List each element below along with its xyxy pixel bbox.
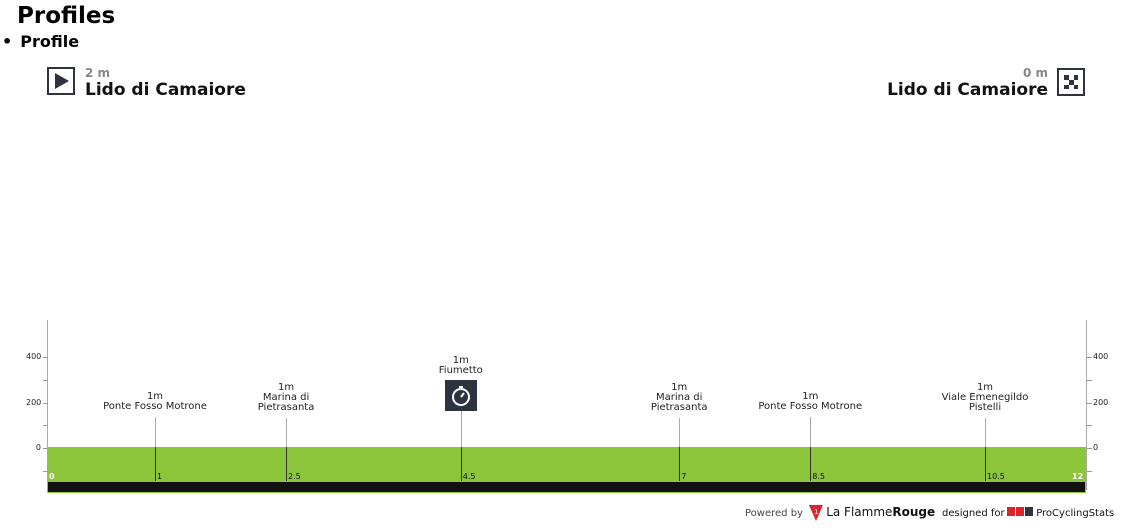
y-tick [1087, 402, 1092, 404]
x-tick-label: 8.5 [812, 472, 825, 481]
waypoint-name: Ponte Fosso Motrone [758, 401, 863, 412]
la-flamme-rouge-logo: 1 La FlammeRouge [809, 505, 935, 521]
list-item-label: Profile [20, 32, 80, 51]
x-tick-label: 10.5 [987, 472, 1005, 481]
pcs-label: ProCyclingStats [1036, 508, 1115, 519]
y-tick [43, 357, 48, 358]
finish-info: 0 m Lido di Camaiore [887, 66, 1048, 100]
y-tick-label: 0 [1093, 443, 1099, 452]
page-title: Profiles [17, 3, 116, 29]
y-tick-label: 200 [26, 397, 42, 407]
y-tick [43, 448, 48, 449]
waypoint-altitude: 1m [802, 391, 819, 402]
x-tick-label: 12 [1072, 472, 1084, 481]
waypoint-line [460, 411, 462, 447]
base-bar [47, 481, 1086, 493]
waypoint-altitude: 1m [277, 382, 295, 393]
waypoint-name: Ponte Fosso Motrone [103, 401, 207, 412]
x-tick-label: 1 [157, 472, 163, 481]
start-info: 2 m Lido di Camaiore [85, 66, 246, 100]
y-tick-label: 200 [1093, 397, 1109, 407]
waypoint-line-terrain [155, 447, 156, 481]
waypoint-line [286, 418, 288, 447]
waypoint-line-terrain [810, 447, 812, 481]
brand-part1: La Flamme [826, 505, 893, 519]
play-icon [47, 67, 75, 95]
x-tick-label: 2.5 [288, 472, 301, 481]
y-tick [43, 470, 48, 472]
start-place: Lido di Camaiore [85, 80, 246, 100]
waypoint-altitude: 1m [146, 391, 164, 402]
x-tick-label: 4.5 [462, 472, 476, 481]
y-tick [1087, 448, 1092, 449]
waypoint-name: Marina di Pietrasanta [650, 392, 708, 413]
y-tick-label: 0 [35, 443, 41, 452]
left-axis [47, 320, 48, 490]
y-tick [1087, 357, 1092, 358]
x-tick-label: 7 [681, 472, 687, 481]
list-item: •Profile [2, 32, 80, 51]
y-tick [1087, 379, 1092, 381]
terrain-area [47, 447, 1086, 481]
svg-text:1: 1 [814, 508, 818, 516]
y-tick-label: 400 [1093, 352, 1109, 361]
waypoint-altitude: 1m [671, 382, 688, 393]
y-tick [43, 402, 48, 404]
y-tick [43, 425, 48, 427]
start-altitude: 2 m [85, 66, 111, 80]
finish-place: Lido di Camaiore [887, 80, 1048, 100]
designed-for: designed for [942, 508, 1005, 519]
waypoint-line [679, 418, 681, 447]
pcs-logo: ProCyclingStats [1007, 507, 1114, 519]
waypoint-name: Marina di Pietrasanta [257, 392, 315, 413]
y-tick [1087, 470, 1092, 472]
finish-altitude: 0 m [1022, 66, 1048, 80]
y-tick [1087, 425, 1092, 427]
waypoint-line-terrain [286, 447, 288, 481]
stopwatch-icon [444, 380, 477, 411]
waypoint-name: Fiumetto [438, 365, 483, 376]
waypoint-name: Viale Emenegildo Pistelli [941, 392, 1029, 413]
waypoint-altitude: 1m [976, 382, 994, 393]
powered-by: Powered by [745, 508, 803, 519]
y-tick-label: 400 [26, 352, 42, 361]
waypoint-line-terrain [460, 447, 462, 481]
waypoint-altitude: 1m [452, 355, 469, 366]
waypoint-line-terrain [679, 447, 681, 481]
waypoint-line [985, 418, 986, 447]
waypoint-line [810, 417, 812, 447]
right-axis [1086, 320, 1087, 490]
brand-part2: Rouge [892, 505, 936, 519]
x-tick-label: 0 [49, 472, 55, 481]
waypoint-line-terrain [985, 447, 986, 481]
waypoint-line [155, 417, 156, 447]
y-tick [43, 379, 48, 381]
checkered-flag-icon [1057, 68, 1085, 96]
